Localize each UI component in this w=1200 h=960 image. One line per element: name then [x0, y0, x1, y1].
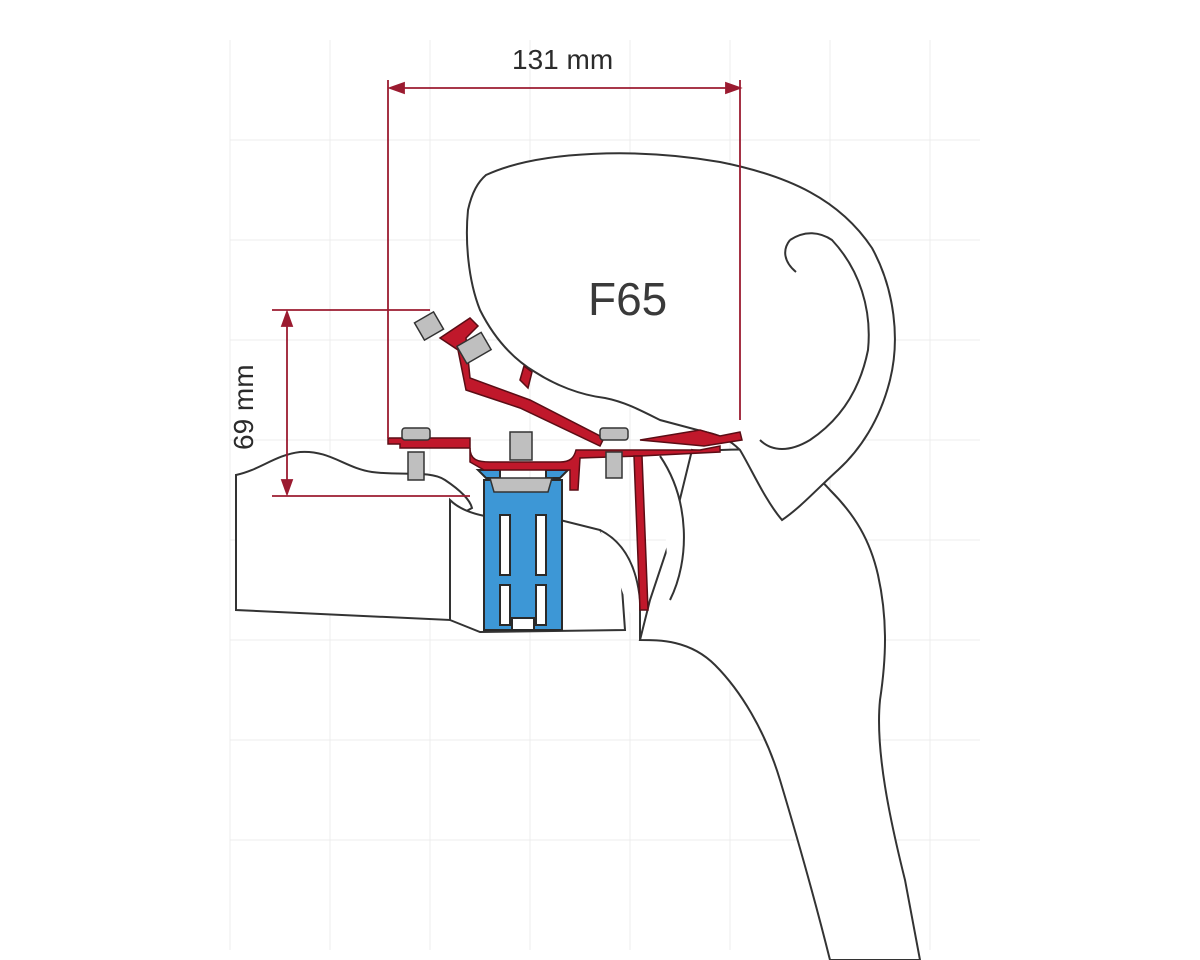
- height-dimension-label: 69 mm: [228, 364, 259, 450]
- vehicle-body-outline: [235, 448, 922, 960]
- dimension-lines: [272, 80, 743, 497]
- width-dimension-label: 131 mm: [512, 44, 614, 75]
- bolts: [401, 310, 629, 493]
- awning-housing: [465, 152, 896, 522]
- product-model-label: F65: [588, 273, 668, 325]
- mounting-rail: [475, 469, 571, 631]
- adapter-bracket: [387, 317, 743, 611]
